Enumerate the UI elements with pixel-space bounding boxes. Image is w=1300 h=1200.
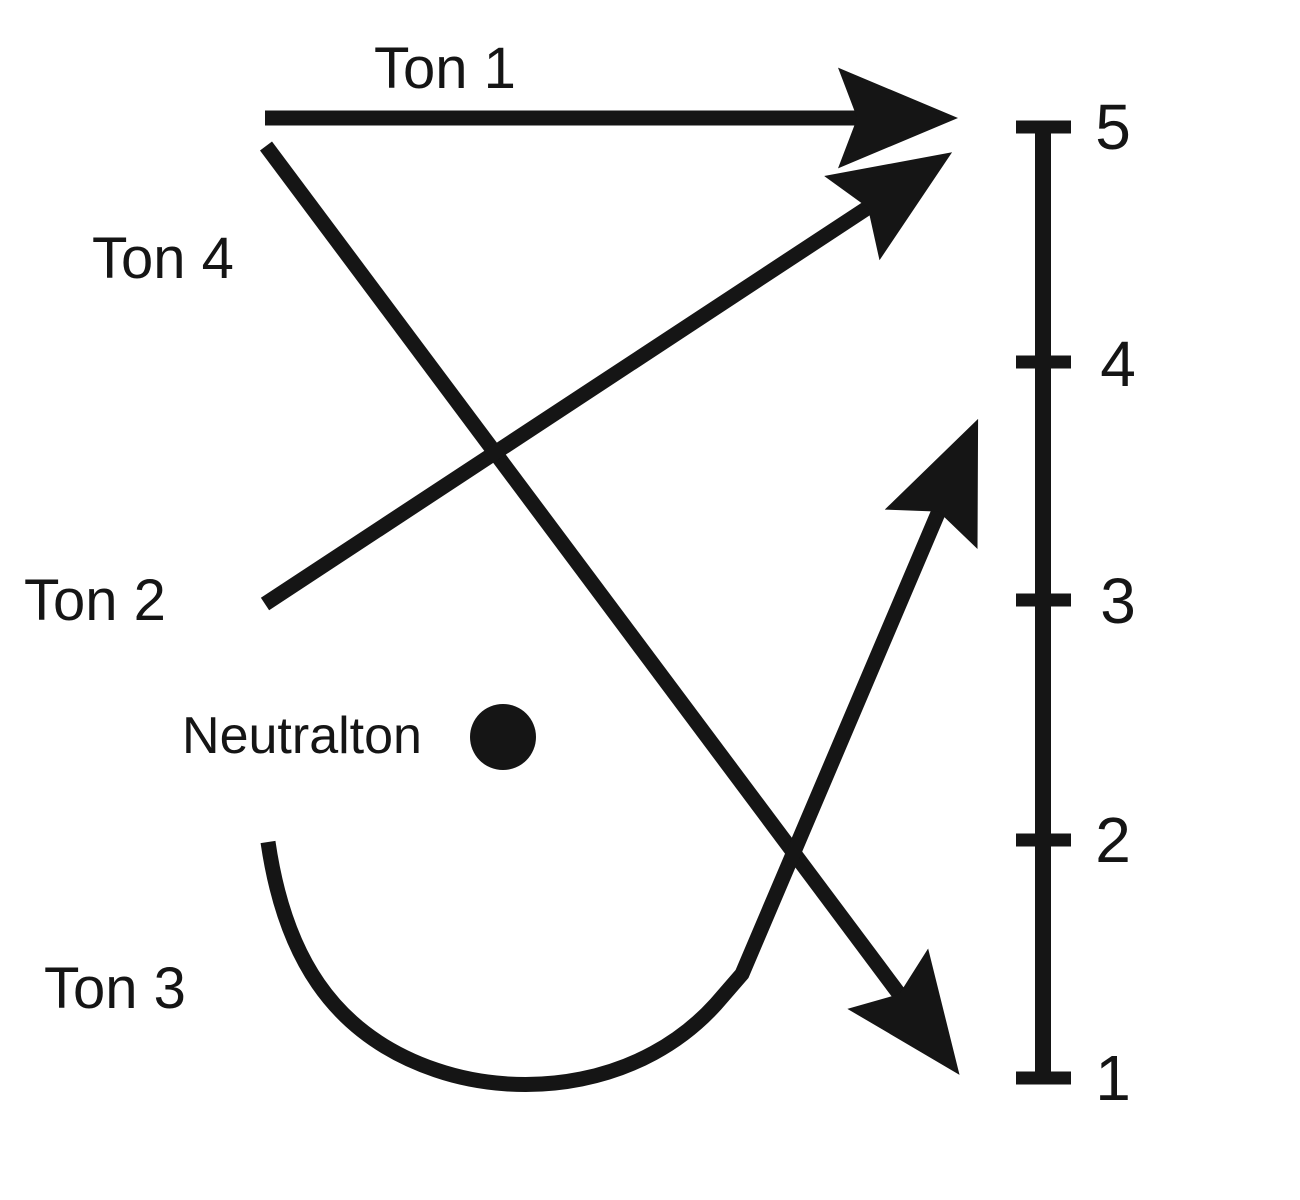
neutralton-dot bbox=[470, 704, 536, 770]
neutralton-label: Neutralton bbox=[182, 707, 422, 765]
scale-label-2: 2 bbox=[1095, 804, 1131, 876]
ton2-contour-arrow bbox=[260, 152, 953, 611]
ton4-contour-arrow bbox=[259, 141, 960, 1075]
ton1-label: Ton 1 bbox=[374, 36, 516, 101]
ton3-label: Ton 3 bbox=[44, 956, 186, 1021]
ton3-contour-curve bbox=[260, 418, 979, 1092]
scale-label-3: 3 bbox=[1100, 565, 1136, 637]
ton2-label: Ton 2 bbox=[24, 568, 166, 633]
scale-label-5: 5 bbox=[1095, 91, 1131, 163]
scale-label-1: 1 bbox=[1095, 1042, 1131, 1114]
scale-label-4: 4 bbox=[1100, 328, 1136, 400]
ton4-label: Ton 4 bbox=[92, 226, 234, 291]
